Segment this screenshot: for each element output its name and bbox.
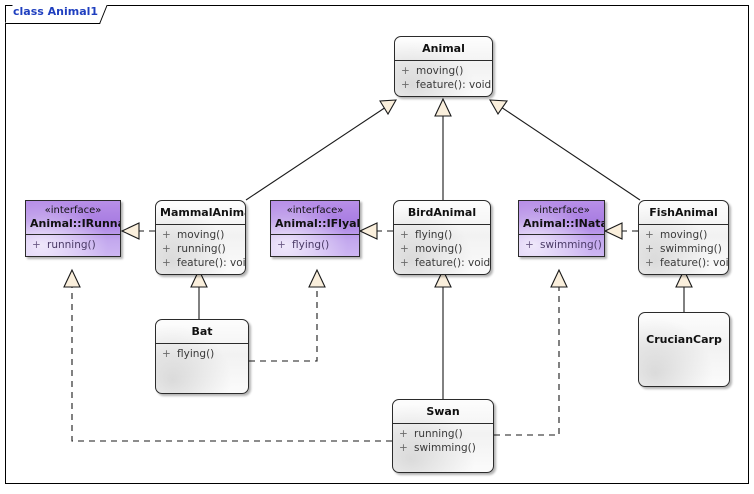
interface-title-irunnable: «interface» Animal::IRunnable: [26, 201, 120, 235]
class-members-fishanimal: + moving() + swimming() + feature(): voi…: [639, 225, 728, 274]
member-visibility: +: [645, 257, 654, 269]
member-row: + flying(): [162, 347, 244, 361]
member-signature: running(): [47, 239, 96, 251]
member-visibility: +: [399, 442, 408, 454]
member-visibility: +: [400, 229, 409, 241]
class-title-bat: Bat: [156, 320, 248, 344]
member-signature: feature(): void: [416, 79, 492, 91]
member-signature: flying(): [292, 239, 330, 251]
class-title-animal: Animal: [395, 37, 492, 61]
class-title-fishanimal: FishAnimal: [639, 201, 728, 225]
interface-name-label: Animal::IRunnable: [30, 217, 120, 230]
member-signature: flying(): [177, 348, 215, 360]
member-signature: feature(): void: [660, 257, 729, 269]
class-node-animal[interactable]: Animal + moving() + feature(): void: [394, 36, 493, 97]
class-node-bat[interactable]: Bat + flying(): [155, 319, 249, 394]
interface-node-iflyable[interactable]: «interface» Animal::IFlyable + flying(): [270, 200, 360, 257]
class-members-birdanimal: + flying() + moving() + feature(): void: [394, 225, 490, 274]
diagram-frame: [5, 5, 749, 484]
member-visibility: +: [399, 428, 408, 440]
member-visibility: +: [162, 348, 171, 360]
member-row: + feature(): void: [400, 256, 490, 270]
member-signature: moving(): [415, 243, 463, 255]
member-row: + moving(): [645, 228, 724, 242]
stereotype-label: «interface»: [44, 205, 102, 216]
class-members-cruciancarp: [639, 351, 729, 386]
interface-name-label: Animal::INatatory: [523, 217, 604, 230]
member-row: + flying(): [400, 228, 486, 242]
member-visibility: +: [32, 239, 41, 251]
member-visibility: +: [525, 239, 534, 251]
class-node-cruciancarp[interactable]: CrucianCarp: [638, 312, 730, 387]
member-row: + moving(): [400, 242, 486, 256]
member-signature: swimming(): [414, 442, 476, 454]
member-signature: swimming(): [540, 239, 602, 251]
class-members-animal: + moving() + feature(): void: [395, 61, 492, 96]
class-title-cruciancarp: CrucianCarp: [646, 333, 722, 346]
member-visibility: +: [401, 65, 410, 77]
class-title-swan: Swan: [393, 400, 493, 424]
stereotype-label: «interface»: [533, 205, 590, 216]
member-row: + feature(): void: [401, 78, 492, 92]
member-row: + swimming(): [645, 242, 724, 256]
member-signature: feature(): void: [415, 257, 491, 269]
member-visibility: +: [162, 229, 171, 241]
class-node-birdanimal[interactable]: BirdAnimal + flying() + moving() + featu…: [393, 200, 491, 275]
member-visibility: +: [162, 243, 171, 255]
member-row: + feature(): void: [645, 256, 728, 270]
member-row: + running(): [399, 427, 489, 441]
member-row: + moving(): [162, 228, 241, 242]
stereotype-label: «interface»: [286, 205, 344, 216]
member-visibility: +: [401, 79, 410, 91]
member-visibility: +: [400, 257, 409, 269]
member-row: + feature(): void: [162, 256, 245, 270]
member-signature: running(): [414, 428, 463, 440]
member-visibility: +: [162, 257, 171, 269]
class-title-mammalanimal: MammalAnimal: [156, 201, 245, 225]
member-row: + flying(): [277, 238, 355, 252]
interface-title-inatatory: «interface» Animal::INatatory: [519, 201, 604, 235]
interface-members-iflyable: + flying(): [271, 235, 359, 256]
class-members-bat: + flying(): [156, 344, 248, 365]
member-signature: moving(): [660, 229, 708, 241]
member-row: + running(): [32, 238, 116, 252]
member-signature: running(): [177, 243, 226, 255]
class-node-fishanimal[interactable]: FishAnimal + moving() + swimming() + fea…: [638, 200, 729, 275]
member-row: + swimming(): [525, 238, 602, 252]
member-visibility: +: [277, 239, 286, 251]
member-signature: flying(): [415, 229, 453, 241]
class-node-swan[interactable]: Swan + running() + swimming(): [392, 399, 494, 473]
interface-members-irunnable: + running(): [26, 235, 120, 256]
class-members-mammalanimal: + moving() + running() + feature(): void: [156, 225, 245, 274]
member-visibility: +: [645, 229, 654, 241]
member-signature: moving(): [416, 65, 464, 77]
member-signature: moving(): [177, 229, 225, 241]
class-title-birdanimal: BirdAnimal: [394, 201, 490, 225]
interface-node-inatatory[interactable]: «interface» Animal::INatatory + swimming…: [518, 200, 605, 257]
member-signature: swimming(): [660, 243, 722, 255]
member-visibility: +: [400, 243, 409, 255]
interface-name-label: Animal::IFlyable: [275, 217, 359, 230]
interface-title-iflyable: «interface» Animal::IFlyable: [271, 201, 359, 235]
class-node-mammalanimal[interactable]: MammalAnimal + moving() + running() + fe…: [155, 200, 246, 275]
member-row: + swimming(): [399, 441, 489, 455]
diagram-title-label: class Animal1: [13, 5, 99, 18]
member-row: + moving(): [401, 64, 488, 78]
member-signature: feature(): void: [177, 257, 246, 269]
class-members-swan: + running() + swimming(): [393, 424, 493, 459]
member-row: + running(): [162, 242, 241, 256]
member-visibility: +: [645, 243, 654, 255]
interface-node-irunnable[interactable]: «interface» Animal::IRunnable + running(…: [25, 200, 121, 257]
interface-members-inatatory: + swimming(): [519, 235, 604, 256]
